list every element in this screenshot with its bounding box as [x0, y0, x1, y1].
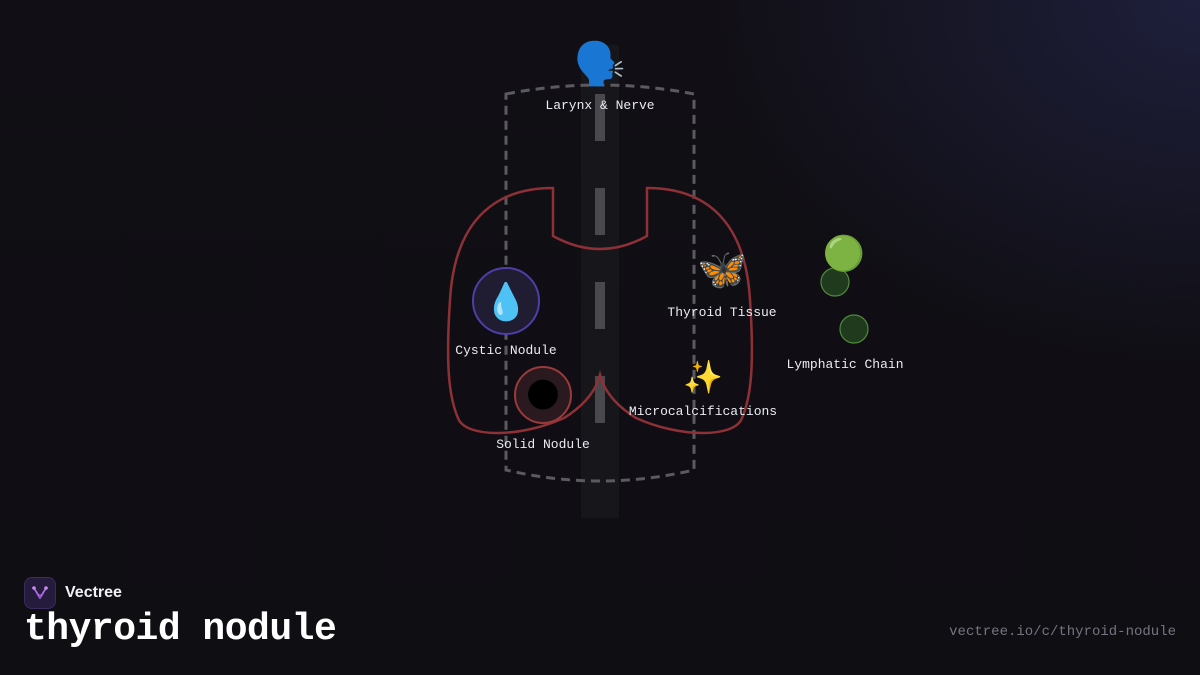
trachea-ring	[595, 94, 605, 141]
brand: Vectree	[24, 577, 122, 609]
thyroid-gland-outline	[446, 186, 754, 435]
page-title: thyroid nodule	[24, 608, 337, 651]
speaking-head-icon: 🗣️	[574, 39, 626, 88]
trachea-rings	[595, 94, 605, 423]
droplet-icon: 💧	[484, 281, 529, 323]
label-cystic-nodule: Cystic Nodule	[455, 343, 556, 358]
label-larynx-nerve: Larynx & Nerve	[545, 98, 654, 113]
solid-nodule-ring	[514, 366, 572, 424]
label-microcalcifications: Microcalcifications	[629, 404, 777, 419]
trachea-ring	[595, 376, 605, 423]
lymph-node	[839, 314, 869, 344]
green-circle-icon: 🟢	[823, 234, 865, 274]
label-lymphatic-chain: Lymphatic Chain	[786, 357, 903, 372]
label-thyroid-tissue: Thyroid Tissue	[667, 305, 776, 320]
cystic-nodule-ring	[472, 267, 540, 335]
dark-moon-icon: 🌑	[525, 376, 560, 416]
butterfly-icon: 🦋	[697, 247, 747, 293]
lymph-node	[820, 267, 850, 297]
site-url: vectree.io/c/thyroid-nodule	[949, 624, 1176, 640]
trachea-ring	[595, 282, 605, 329]
neck-capsule-outline	[504, 83, 696, 483]
label-solid-nodule: Solid Nodule	[496, 437, 590, 452]
trachea-ring	[595, 188, 605, 235]
vectree-logo-icon	[24, 577, 56, 609]
sparkles-icon: ✨	[683, 358, 723, 396]
brand-name: Vectree	[65, 584, 122, 601]
